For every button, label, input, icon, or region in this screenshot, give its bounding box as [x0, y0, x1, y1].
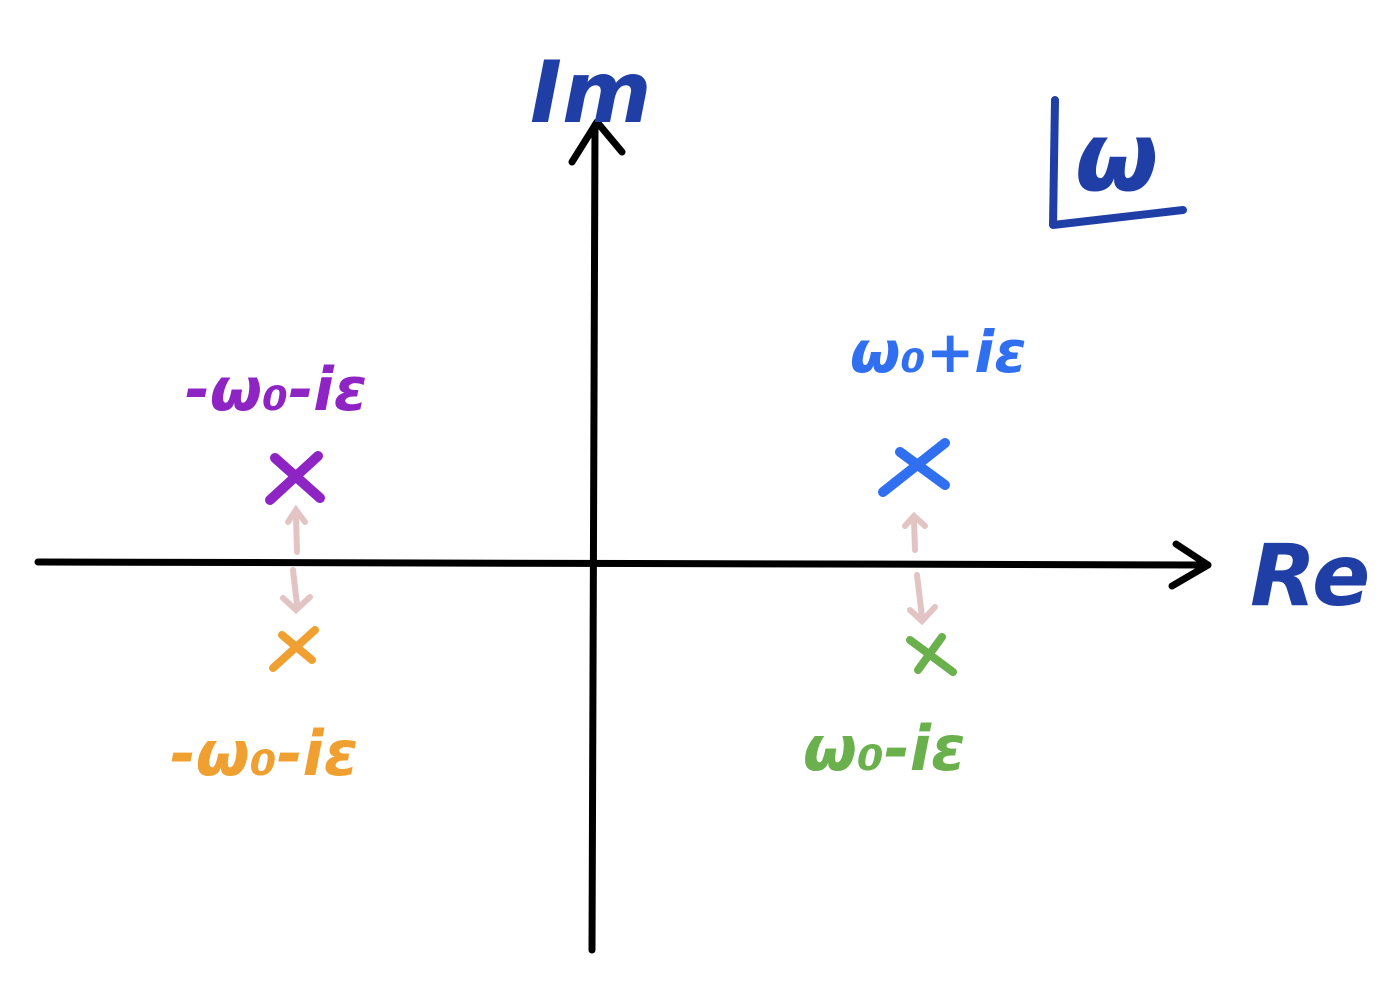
x-marker-icon — [878, 438, 950, 497]
imaginary-axis-label: Im — [530, 43, 652, 143]
x-marker-icon — [265, 451, 325, 505]
pole-label-minus-omega-down: -ω₀-iε — [170, 717, 358, 790]
pole-label-plus-omega-down: ω₀-iε — [803, 712, 966, 785]
pole-label-plus-omega-up: ω₀+iε — [850, 318, 1027, 386]
real-axis-label: Re — [1250, 526, 1370, 626]
pole-label-minus-omega-up: -ω₀-iε — [185, 355, 367, 425]
shift-arrow-left — [280, 504, 313, 615]
x-marker-icon — [906, 633, 957, 676]
imaginary-axis — [568, 118, 626, 954]
real-axis — [34, 540, 1212, 590]
plane-label-text: ω — [1075, 101, 1158, 213]
plane-label: ω — [1049, 96, 1187, 229]
shift-arrow-right — [902, 511, 938, 626]
x-marker-icon — [269, 626, 319, 672]
